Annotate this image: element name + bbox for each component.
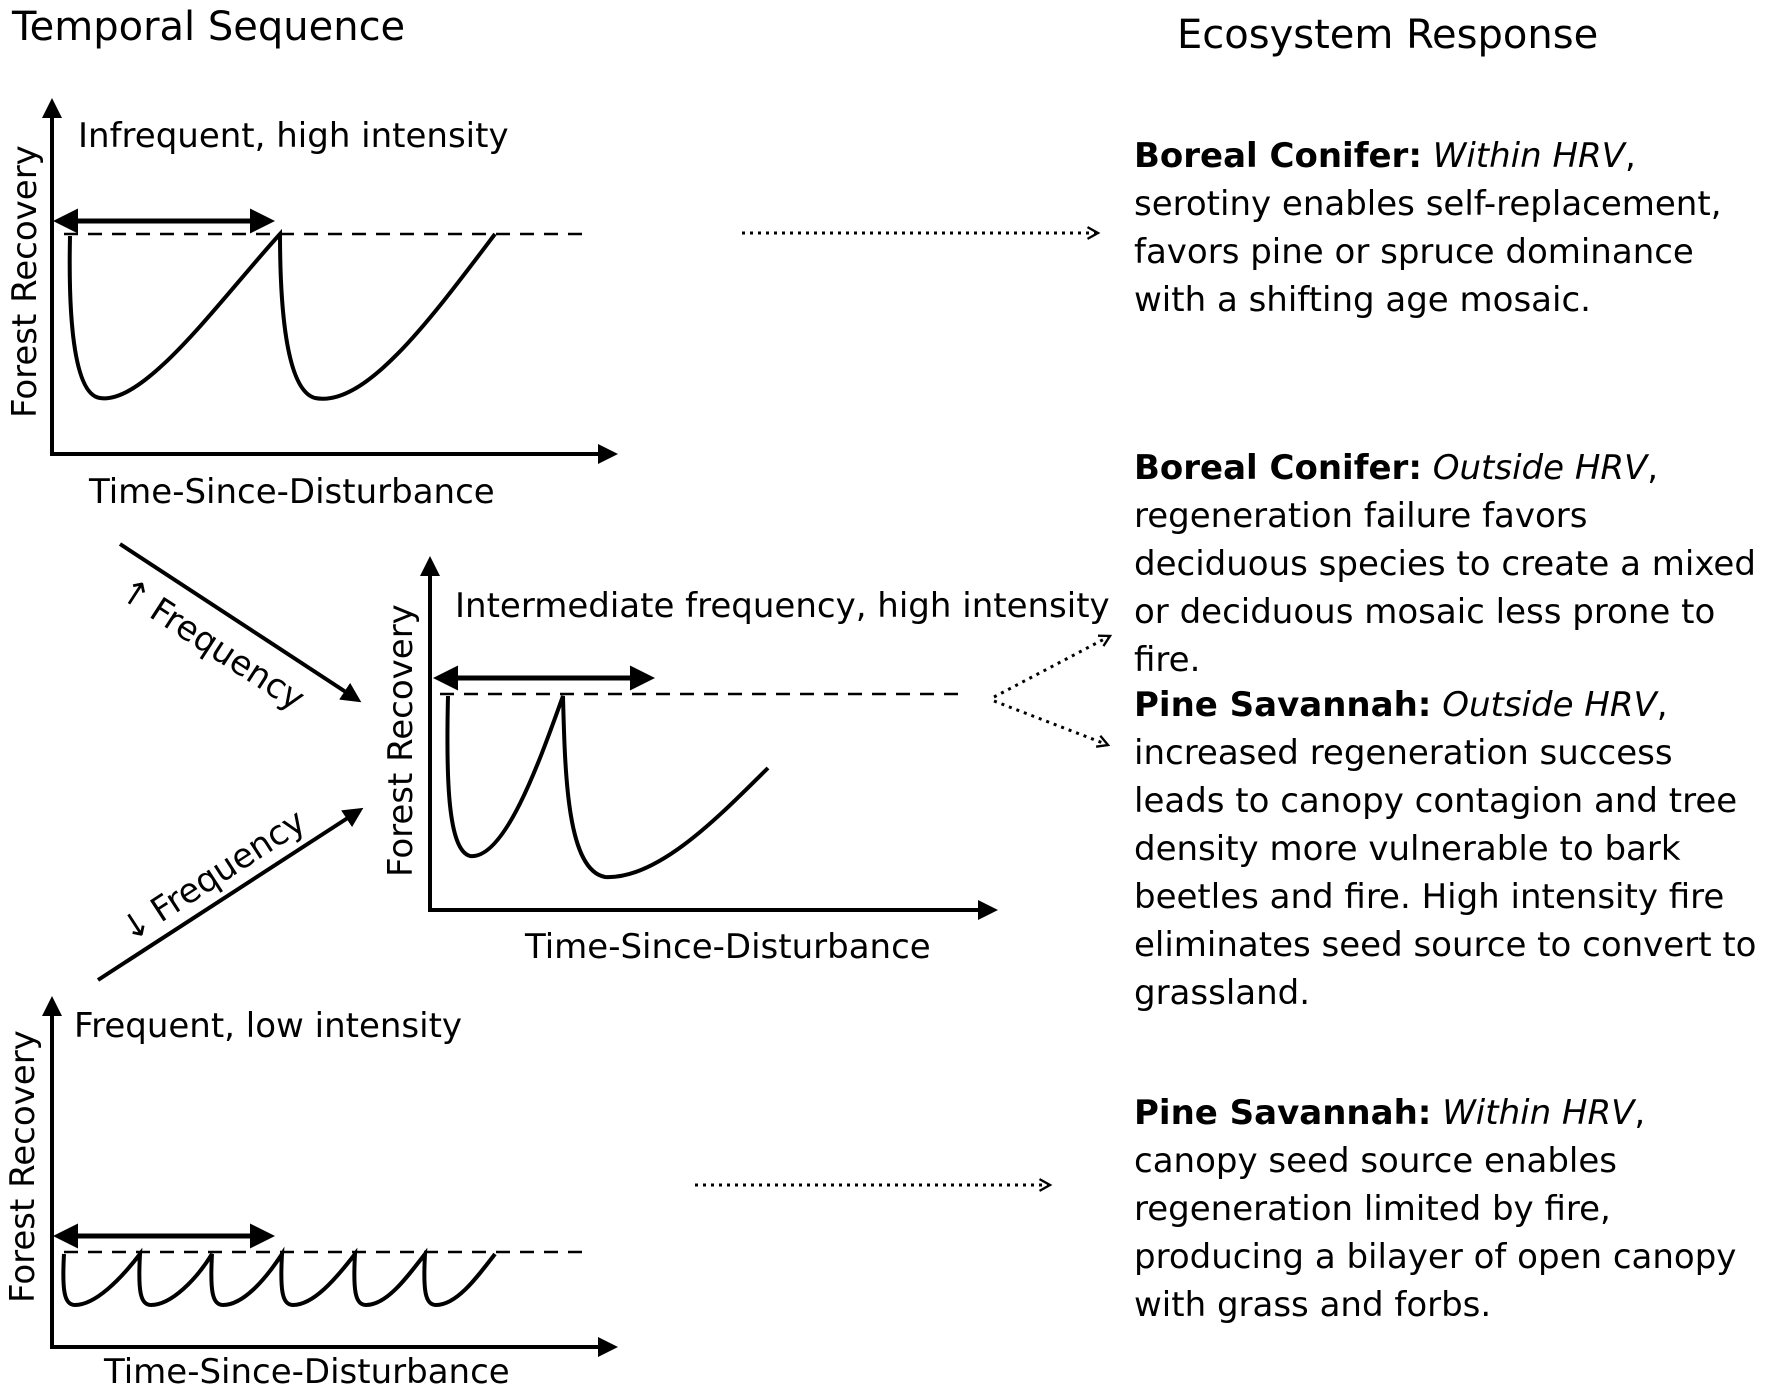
response-description: , serotiny enables self-replacement, fav…	[1134, 136, 1722, 320]
panel-title: Infrequent, high intensity	[78, 116, 509, 156]
response-hrv-status: Within HRV	[1442, 1093, 1635, 1133]
decrease-frequency-arrow	[96, 807, 364, 982]
transition-decrease: ↓Frequency	[96, 801, 364, 982]
response-pine-outside: Pine Savannah: Outside HRV, increased re…	[1134, 681, 1764, 1017]
response-description: , increased regeneration success leads t…	[1134, 685, 1757, 1013]
decrease-frequency-label: ↓Frequency	[113, 801, 313, 950]
recovery-curve	[445, 695, 770, 880]
response-arrow-middle-up	[993, 636, 1110, 699]
transition-increase: ↑Frequency	[112, 542, 362, 719]
response-ecosystem-name: Boreal Conifer:	[1134, 448, 1422, 488]
x-axis-label: Time-Since-Disturbance	[88, 472, 495, 512]
response-hrv-status: Within HRV	[1432, 136, 1625, 176]
recovery-curve	[61, 1246, 497, 1308]
response-boreal-within: Boreal Conifer: Within HRV, serotiny ena…	[1134, 132, 1764, 324]
response-arrow-middle-down	[993, 699, 1108, 745]
response-pine-within: Pine Savannah: Within HRV, canopy seed s…	[1134, 1089, 1764, 1329]
y-axis-label: Forest Recovery	[3, 1030, 43, 1303]
temporal-sequence-heading: Temporal Sequence	[11, 4, 405, 50]
response-ecosystem-name: Boreal Conifer:	[1134, 136, 1422, 176]
y-axis-label: Forest Recovery	[5, 145, 45, 418]
frequency-text: Frequency	[144, 801, 313, 930]
y-axis-label: Forest Recovery	[381, 604, 421, 877]
response-hrv-status: Outside HRV	[1432, 448, 1648, 488]
x-axis-label: Time-Since-Disturbance	[524, 927, 931, 967]
panel-middle: Intermediate frequency, high intensity F…	[381, 556, 1110, 967]
panel-bottom: Frequent, low intensity Forest Recovery …	[3, 996, 618, 1392]
increase-frequency-arrow	[118, 542, 362, 703]
panel-title: Intermediate frequency, high intensity	[455, 586, 1110, 626]
increase-frequency-label: ↑Frequency	[112, 570, 312, 719]
panel-title: Frequent, low intensity	[74, 1006, 462, 1046]
panel-top: Infrequent, high intensity Forest Recove…	[5, 98, 618, 512]
recovery-curve	[67, 228, 497, 401]
response-ecosystem-name: Pine Savannah:	[1134, 1093, 1432, 1133]
x-axis-label: Time-Since-Disturbance	[103, 1352, 510, 1392]
response-boreal-outside: Boreal Conifer: Outside HRV, regeneratio…	[1134, 444, 1764, 684]
response-hrv-status: Outside HRV	[1442, 685, 1657, 725]
response-description: , canopy seed source enables regeneratio…	[1134, 1093, 1737, 1325]
ecosystem-response-heading: Ecosystem Response	[1177, 12, 1598, 58]
response-ecosystem-name: Pine Savannah:	[1134, 685, 1432, 725]
response-description: , regeneration failure favors deciduous …	[1134, 448, 1756, 680]
